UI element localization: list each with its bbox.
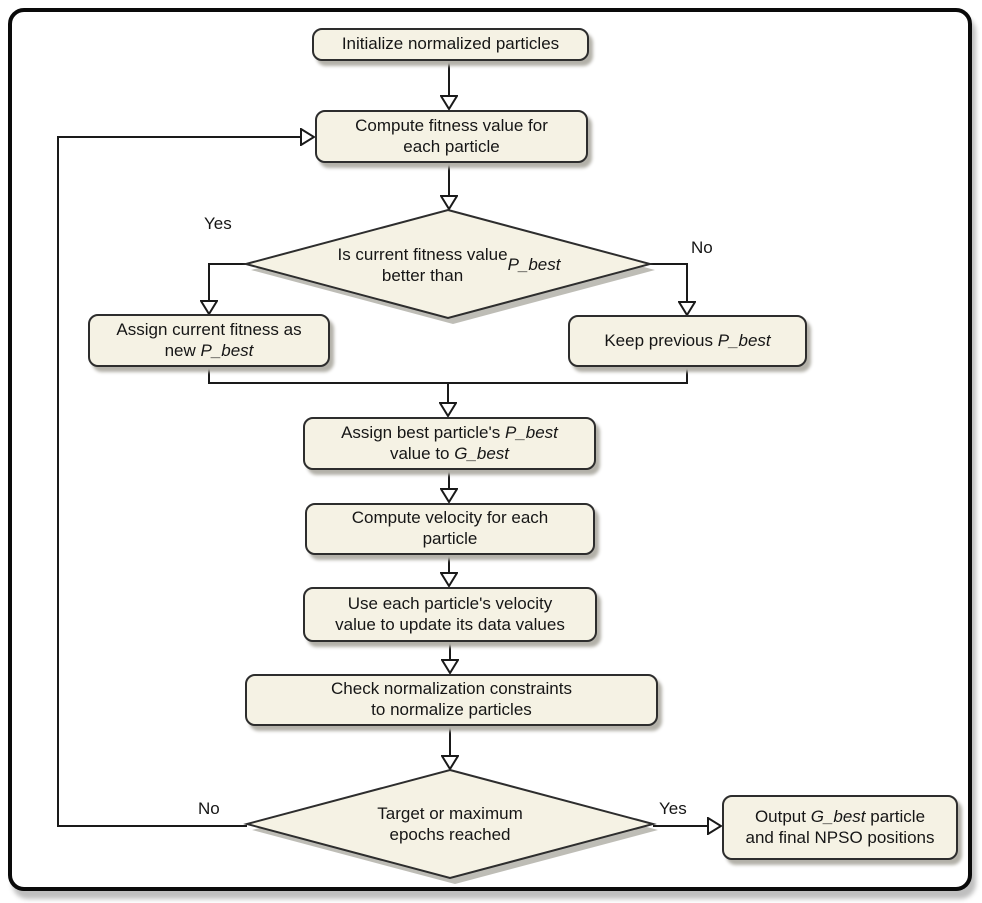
decision-epochs-reached [243, 768, 658, 884]
edge-yes-to-output [653, 825, 708, 827]
arrow-down-icon [441, 755, 459, 770]
edge-loop-top [57, 136, 301, 138]
edge-no-branch-vertical [686, 263, 688, 302]
edge-merge-to-gbest [447, 382, 449, 403]
edge-label-yes-bottom: Yes [659, 799, 687, 818]
arrow-down-icon [441, 659, 459, 674]
arrow-down-icon [440, 95, 458, 110]
arrow-right-icon [707, 817, 722, 835]
node-initialize-particles: Initialize normalized particles [312, 28, 589, 61]
edge-normalize-to-decision [449, 725, 451, 756]
edge-no-branch-horizontal [650, 263, 687, 265]
arrow-down-icon [200, 300, 218, 315]
edge-velocity-to-update [448, 554, 450, 573]
arrow-down-icon [440, 488, 458, 503]
arrow-down-icon [440, 195, 458, 210]
edge-yes-branch-vertical [208, 263, 210, 301]
edge-merge-left-stub [208, 367, 210, 384]
arrow-right-icon [300, 128, 315, 146]
edge-label-no-bottom: No [198, 799, 220, 818]
arrow-down-icon [440, 572, 458, 587]
edge-update-to-normalize [449, 641, 451, 660]
edge-merge-right-stub [686, 367, 688, 384]
edge-loop-vertical [57, 137, 59, 827]
decision-fitness-better [242, 208, 655, 324]
edge-fitness-to-decision [448, 163, 450, 196]
node-label: Initialize normalized particles [341, 34, 560, 54]
edge-init-to-fitness [448, 61, 450, 96]
edge-yes-branch-horizontal [209, 263, 247, 265]
node-label: Keep previous P_best [604, 330, 771, 350]
edge-gbest-to-velocity [448, 470, 450, 489]
node-keep-previous-pbest: Keep previous P_best [568, 315, 807, 367]
edge-label-yes-top: Yes [204, 214, 232, 233]
arrow-down-icon [678, 301, 696, 316]
arrow-down-icon [439, 402, 457, 417]
edge-label-no-top: No [691, 238, 713, 257]
edge-loop-bottom [58, 825, 247, 827]
